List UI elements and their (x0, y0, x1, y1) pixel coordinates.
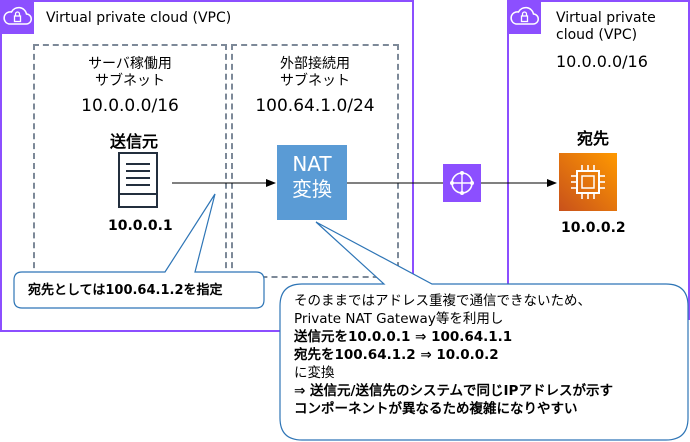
callout-large-text: そのままではアドレス重複で通信できないため、 Private NAT Gatew… (294, 292, 684, 418)
callout-large-line3: 送信元を10.0.0.1 ⇒ 100.64.1.1 (294, 329, 513, 345)
source-label: 送信元 (110, 132, 159, 151)
external-subnet-label: 外部接続用 サブネット (231, 56, 399, 90)
server-subnet-label: サーバ稼働用 サブネット (33, 56, 227, 90)
right-vpc-cidr: 10.0.0.0/16 (556, 52, 648, 71)
transit-gateway-icon (443, 164, 481, 206)
source-ip: 10.0.0.1 (108, 218, 173, 234)
nat-label-line1: NAT (292, 152, 332, 176)
vpc-cloud-icon (510, 6, 539, 25)
left-vpc-container (0, 0, 414, 332)
right-vpc-title-line2: cloud (VPC) (556, 27, 638, 43)
external-subnet (231, 44, 399, 278)
external-subnet-cidr: 100.64.1.0/24 (255, 96, 375, 116)
callout-large-line1: そのままではアドレス重複で通信できないため、 (294, 293, 591, 309)
left-vpc-title: Virtual private cloud (VPC) (46, 10, 232, 26)
nat-conversion-box: NAT 変換 (277, 145, 347, 220)
right-vpc-title: Virtual private cloud (VPC) (556, 10, 656, 44)
server-subnet-cidr: 10.0.0.0/16 (81, 96, 179, 116)
server-subnet-label-line1: サーバ稼働用 (88, 56, 172, 72)
callout-large-line6: ⇒ 送信元/送信先のシステムで同じIPアドレスが示す (294, 383, 613, 399)
destination-ip: 10.0.0.2 (561, 220, 626, 236)
left-vpc-badge (0, 0, 34, 34)
destination-label: 宛先 (577, 129, 610, 148)
nat-label-line2: 変換 (292, 177, 332, 201)
callout-large-line4: 宛先を100.64.1.2 ⇒ 10.0.0.2 (294, 347, 499, 363)
callout-large-line5: に変換 (294, 365, 335, 381)
server-subnet-label-line2: サブネット (95, 73, 165, 89)
server-icon (118, 152, 158, 212)
right-vpc-badge (507, 0, 541, 34)
callout-small-text: 宛先としては100.64.1.2を指定 (28, 283, 223, 298)
external-subnet-label-line1: 外部接続用 (280, 56, 350, 72)
right-vpc-title-line1: Virtual private (556, 10, 656, 26)
ec2-instance-icon (559, 153, 617, 215)
external-subnet-label-line2: サブネット (280, 73, 350, 89)
callout-large-line7: コンポーネントが異なるため複雑になりやすい (294, 401, 578, 417)
vpc-cloud-icon (3, 6, 32, 25)
callout-large-line2: Private NAT Gateway等を利用し (294, 311, 504, 327)
